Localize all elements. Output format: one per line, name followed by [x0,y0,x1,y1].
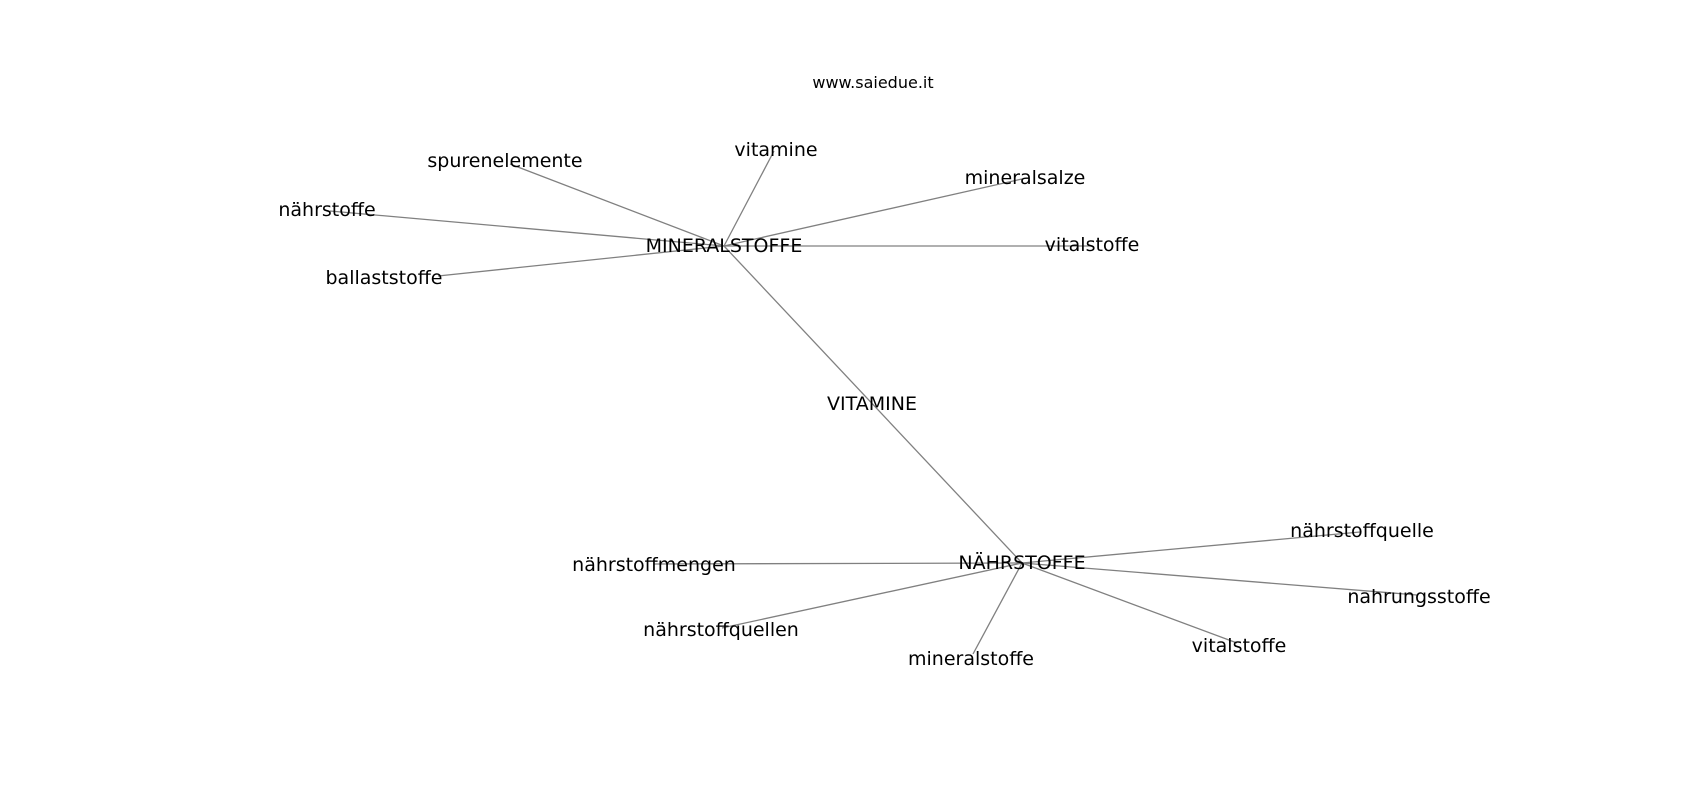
node-label-naehrstoffe: NÄHRSTOFFE [958,551,1085,574]
edge-naehrstoffe-n_vitalstoffe [1021,562,1238,644]
node-label-m-naehrstoffe: nährstoffe [278,199,375,221]
node-label-n-mineralstoffe: mineralstoffe [908,648,1034,670]
node-label-n-vitalstoffe: vitalstoffe [1192,635,1287,657]
labels-layer: VITAMINE MINERALSTOFFE NÄHRSTOFFE spurenele… [278,139,1490,670]
edges-layer [329,150,1418,655]
node-label-n-naehrstoffquelle: nährstoffquelle [1290,520,1434,542]
edge-naehrstoffe-n_nahrungsstoffe [1021,562,1418,596]
edge-mineralstoffe-naehrstoffe [723,245,1023,564]
edge-naehrstoffe-n_naehrstoffmengen [653,562,1023,565]
node-label-mineralstoffe: MINERALSTOFFE [646,235,803,257]
node-label-m-vitamine: vitamine [734,139,817,161]
node-label-m-spurenelemente: spurenelemente [427,150,582,172]
edge-naehrstoffe-n_naehrstoffquellen [721,562,1023,629]
edge-naehrstoffe-n_mineralstoffe [972,562,1023,655]
source-label: www.saiedue.it [812,73,933,92]
node-label-m-mineralsalze: mineralsalze [965,167,1086,189]
edge-mineralstoffe-m_spurenelemente [509,163,725,247]
node-label-n-nahrungsstoffe: nahrungsstoffe [1347,586,1490,608]
node-label-m-vitalstoffe: vitalstoffe [1045,234,1140,256]
node-label-m-ballaststoffe: ballaststoffe [325,267,442,289]
edge-mineralstoffe-m_ballaststoffe [437,245,725,277]
node-label-n-naehrstoffmengen: nährstoffmengen [572,554,736,576]
edge-mineralstoffe-m_vitamine [723,150,775,247]
edge-mineralstoffe-m_naehrstoffe [329,210,725,247]
node-label-vitamine: VITAMINE [827,393,917,415]
edge-naehrstoffe-n_naehrstoffquelle [1021,531,1361,564]
edge-mineralstoffe-m_mineralsalze [723,178,1023,247]
node-label-n-naehrstoffquellen: nährstoffquellen [643,619,799,641]
